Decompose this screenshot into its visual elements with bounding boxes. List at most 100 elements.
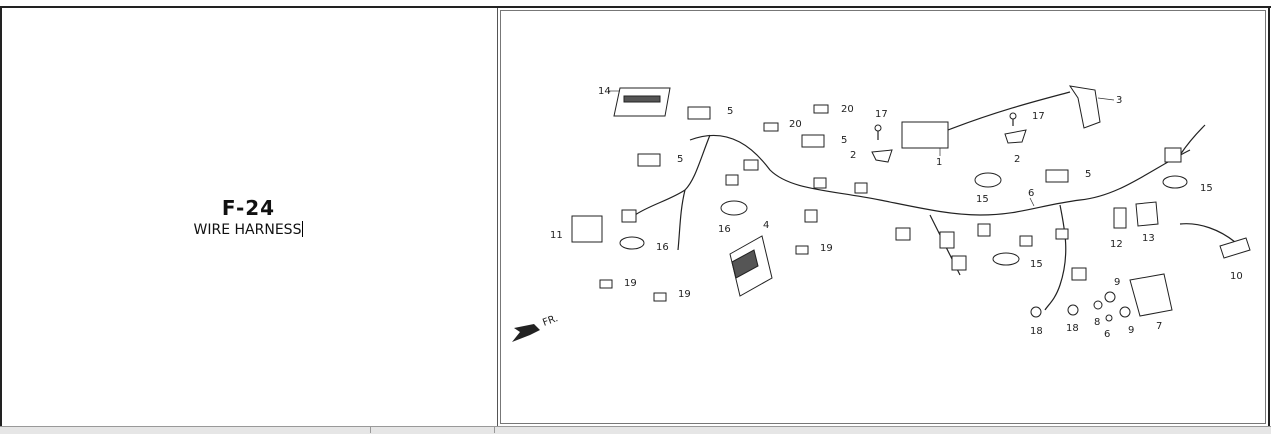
callout-15: 15 bbox=[1030, 259, 1043, 270]
wire-clip bbox=[795, 245, 809, 255]
callout-20: 20 bbox=[841, 104, 854, 115]
harness-clip bbox=[637, 153, 661, 167]
text-cursor bbox=[302, 221, 304, 237]
callout-3: 3 bbox=[1116, 95, 1122, 106]
top-border bbox=[0, 6, 1271, 8]
callout-9: 9 bbox=[1114, 277, 1120, 288]
harness-branch-left bbox=[634, 134, 711, 216]
callout-17: 17 bbox=[875, 109, 888, 120]
connector bbox=[1055, 228, 1069, 240]
collar bbox=[1119, 306, 1131, 318]
next-row-strip bbox=[0, 426, 1271, 434]
harness-clip bbox=[687, 106, 711, 120]
main-harness-trunk bbox=[689, 134, 1191, 216]
callout-18: 18 bbox=[1066, 323, 1079, 334]
callout-17: 17 bbox=[1032, 111, 1045, 122]
wire-clip bbox=[813, 104, 829, 114]
spark-plug-cap bbox=[1068, 85, 1101, 129]
harness-branch-rear bbox=[1179, 124, 1206, 156]
connector bbox=[804, 209, 818, 223]
callout-8: 8 bbox=[1094, 317, 1100, 328]
connector bbox=[725, 174, 739, 186]
callout-7: 7 bbox=[1156, 321, 1162, 332]
callout-5: 5 bbox=[1085, 169, 1091, 180]
callout-15: 15 bbox=[976, 194, 989, 205]
connector bbox=[895, 227, 911, 241]
callout-5: 5 bbox=[727, 106, 733, 117]
callout-15: 15 bbox=[1200, 183, 1213, 194]
collar bbox=[1104, 291, 1116, 303]
callout-2: 2 bbox=[850, 150, 856, 161]
starter-relay bbox=[1135, 201, 1159, 227]
section-heading: F-24 WIRE HARNESS bbox=[0, 196, 497, 239]
callout-18: 18 bbox=[1030, 326, 1043, 337]
harness-band bbox=[1162, 175, 1188, 189]
callout-1: 1 bbox=[936, 157, 942, 168]
wire-clip bbox=[653, 292, 667, 302]
callout-16: 16 bbox=[656, 242, 669, 253]
connector bbox=[1164, 147, 1182, 163]
harness-band bbox=[720, 200, 748, 216]
ignition-coil bbox=[901, 121, 949, 149]
relay bbox=[1113, 207, 1127, 229]
diagram-panel bbox=[500, 10, 1266, 424]
connector bbox=[743, 159, 759, 171]
connector bbox=[854, 182, 868, 194]
bolt-head bbox=[1093, 300, 1103, 310]
harness-clip bbox=[801, 134, 825, 148]
connector bbox=[939, 231, 955, 249]
harness-band bbox=[992, 252, 1020, 266]
connector bbox=[1071, 267, 1087, 281]
ecu-pins bbox=[623, 95, 661, 103]
connector bbox=[621, 209, 637, 223]
sensor-unit bbox=[1219, 237, 1251, 259]
connector bbox=[813, 177, 827, 189]
fuse-box bbox=[571, 215, 603, 243]
leader-line bbox=[1029, 197, 1035, 207]
callout-6: 6 bbox=[1104, 329, 1110, 340]
nut bbox=[1067, 304, 1079, 316]
front-direction-arrow-icon bbox=[512, 324, 540, 342]
left-border bbox=[0, 6, 2, 430]
mounting-bracket bbox=[871, 149, 893, 163]
wire-clip bbox=[763, 122, 779, 132]
cell-separator bbox=[494, 426, 495, 433]
callout-19: 19 bbox=[820, 243, 833, 254]
connector bbox=[977, 223, 991, 237]
column-divider bbox=[497, 8, 498, 426]
harness-band bbox=[974, 172, 1002, 188]
callout-5: 5 bbox=[841, 135, 847, 146]
section-name-line[interactable]: WIRE HARNESS bbox=[0, 221, 497, 239]
washer bbox=[1105, 314, 1113, 322]
nut bbox=[1030, 306, 1042, 318]
section-name: WIRE HARNESS bbox=[193, 222, 302, 238]
harness-branch-right bbox=[1044, 204, 1067, 311]
callout-4: 4 bbox=[763, 220, 769, 231]
callout-12: 12 bbox=[1110, 239, 1123, 250]
callout-16: 16 bbox=[718, 224, 731, 235]
connector bbox=[951, 255, 967, 271]
right-border bbox=[1268, 6, 1270, 430]
callout-10: 10 bbox=[1230, 271, 1243, 282]
harness-branch-lower bbox=[677, 189, 686, 251]
callout-20: 20 bbox=[789, 119, 802, 130]
bolt-head bbox=[1009, 112, 1017, 120]
section-code: F-24 bbox=[221, 196, 276, 220]
wire-clip bbox=[599, 279, 613, 289]
cell-separator bbox=[370, 426, 371, 433]
direction-label: FR. bbox=[541, 313, 559, 329]
callout-14: 14 bbox=[598, 86, 611, 97]
callout-9: 9 bbox=[1128, 325, 1134, 336]
wire-harness-exploded-diagram: 14 5 5 5 5 20 20 17 17 1 3 2 2 4 11 16 1… bbox=[512, 85, 1251, 342]
regulator-fins bbox=[731, 249, 759, 279]
bolt-head bbox=[874, 124, 882, 132]
callout-11: 11 bbox=[550, 230, 563, 241]
callout-13: 13 bbox=[1142, 233, 1155, 244]
harness-clip bbox=[1045, 169, 1069, 183]
connector bbox=[1019, 235, 1033, 247]
leader-line bbox=[1097, 97, 1115, 101]
callout-19: 19 bbox=[678, 289, 691, 300]
harness-band bbox=[619, 236, 645, 250]
callout-19: 19 bbox=[624, 278, 637, 289]
